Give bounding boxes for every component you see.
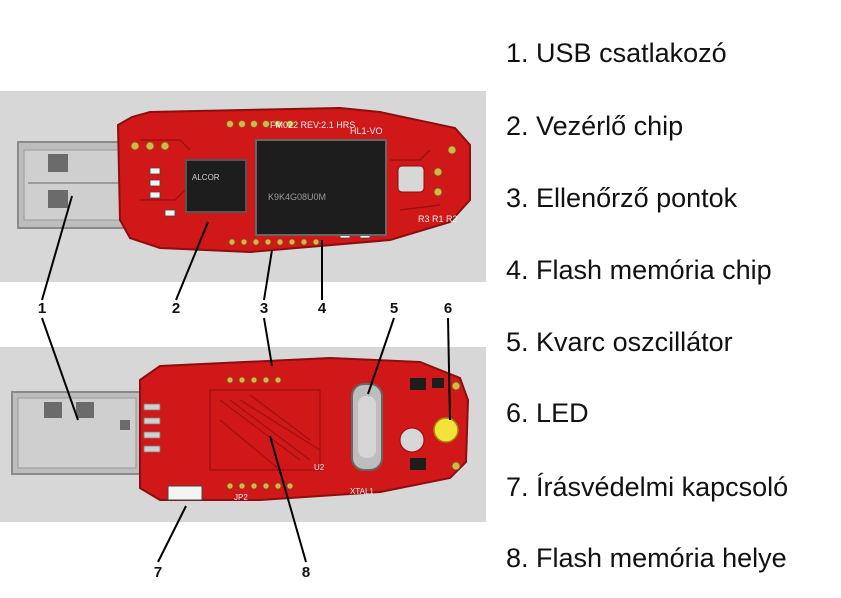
top-side-code: HL1-VO — [350, 126, 383, 136]
callout-line-5 — [367, 317, 395, 395]
top-board: ALCOR K9K4G08U0M FM022 REV:2.1 HRS HL1-V… — [17, 106, 471, 254]
legend-label: Kvarc oszcillátor — [536, 327, 733, 357]
legend-item-4: 4. Flash memória chip — [506, 255, 772, 286]
bottom-pcb — [139, 356, 470, 501]
callout-line-2 — [175, 221, 209, 301]
controller-chip: ALCOR — [185, 159, 247, 213]
callout-lines — [41, 195, 451, 563]
bottom-u2-label: U2 — [314, 463, 325, 472]
marker-3: 3 — [259, 300, 269, 317]
marker-7: 7 — [153, 564, 163, 581]
callout-line-1b — [41, 317, 79, 421]
legend-label: LED — [536, 398, 589, 428]
marker-6: 6 — [443, 300, 453, 317]
legend-item-8: 8. Flash memória helye — [506, 543, 787, 574]
controller-chip-text: ALCOR — [192, 173, 220, 182]
legend-item-6: 6. LED — [506, 398, 589, 429]
callout-line-1a — [41, 195, 73, 301]
legend-num: 2. — [506, 111, 529, 141]
legend-label: Írásvédelmi kapcsoló — [536, 472, 789, 502]
legend-num: 7. — [506, 472, 529, 502]
marker-4: 4 — [317, 300, 327, 317]
bottom-xtal-label: XTAL1 — [350, 487, 374, 496]
callout-line-7 — [157, 505, 187, 563]
legend-item-5: 5. Kvarc oszcillátor — [506, 327, 733, 358]
legend-label: Flash memória helye — [536, 543, 787, 573]
bottom-jp-label: JP2 — [234, 493, 248, 502]
top-right-code: R3 R1 R2 — [418, 214, 458, 224]
legend-num: 6. — [506, 398, 529, 428]
legend-label: USB csatlakozó — [536, 38, 727, 68]
callout-line-6 — [447, 317, 451, 421]
top-board-code: FM022 REV:2.1 HRS — [270, 120, 355, 130]
marker-1: 1 — [37, 300, 47, 317]
marker-8: 8 — [301, 564, 311, 581]
flash-memory-chip: K9K4G08U0M — [255, 139, 387, 236]
top-usb-connector — [17, 141, 131, 229]
bottom-usb-connector — [11, 391, 143, 475]
legend-item-2: 2. Vezérlő chip — [506, 111, 683, 142]
flash-chip-text: K9K4G08U0M — [268, 192, 326, 202]
legend-num: 4. — [506, 255, 529, 285]
legend-num: 3. — [506, 183, 529, 213]
callout-line-3a — [263, 249, 273, 301]
callout-line-8 — [269, 435, 307, 563]
legend-label: Flash memória chip — [536, 255, 772, 285]
legend-label: Ellenőrző pontok — [536, 183, 738, 213]
legend-item-7: 7. Írásvédelmi kapcsoló — [506, 472, 788, 503]
bottom-board: JP2 XTAL1 U2 — [11, 356, 470, 502]
marker-5: 5 — [389, 300, 399, 317]
legend-num: 5. — [506, 327, 529, 357]
legend-item-1: 1. USB csatlakozó — [506, 38, 727, 69]
legend-num: 8. — [506, 543, 529, 573]
legend-num: 1. — [506, 38, 529, 68]
legend-label: Vezérlő chip — [536, 111, 684, 141]
callout-line-3b — [263, 317, 273, 367]
marker-2: 2 — [171, 300, 181, 317]
led — [433, 417, 459, 443]
crystal-oscillator — [351, 383, 383, 471]
legend-item-3: 3. Ellenőrző pontok — [506, 183, 737, 214]
write-protect-switch — [167, 485, 203, 501]
